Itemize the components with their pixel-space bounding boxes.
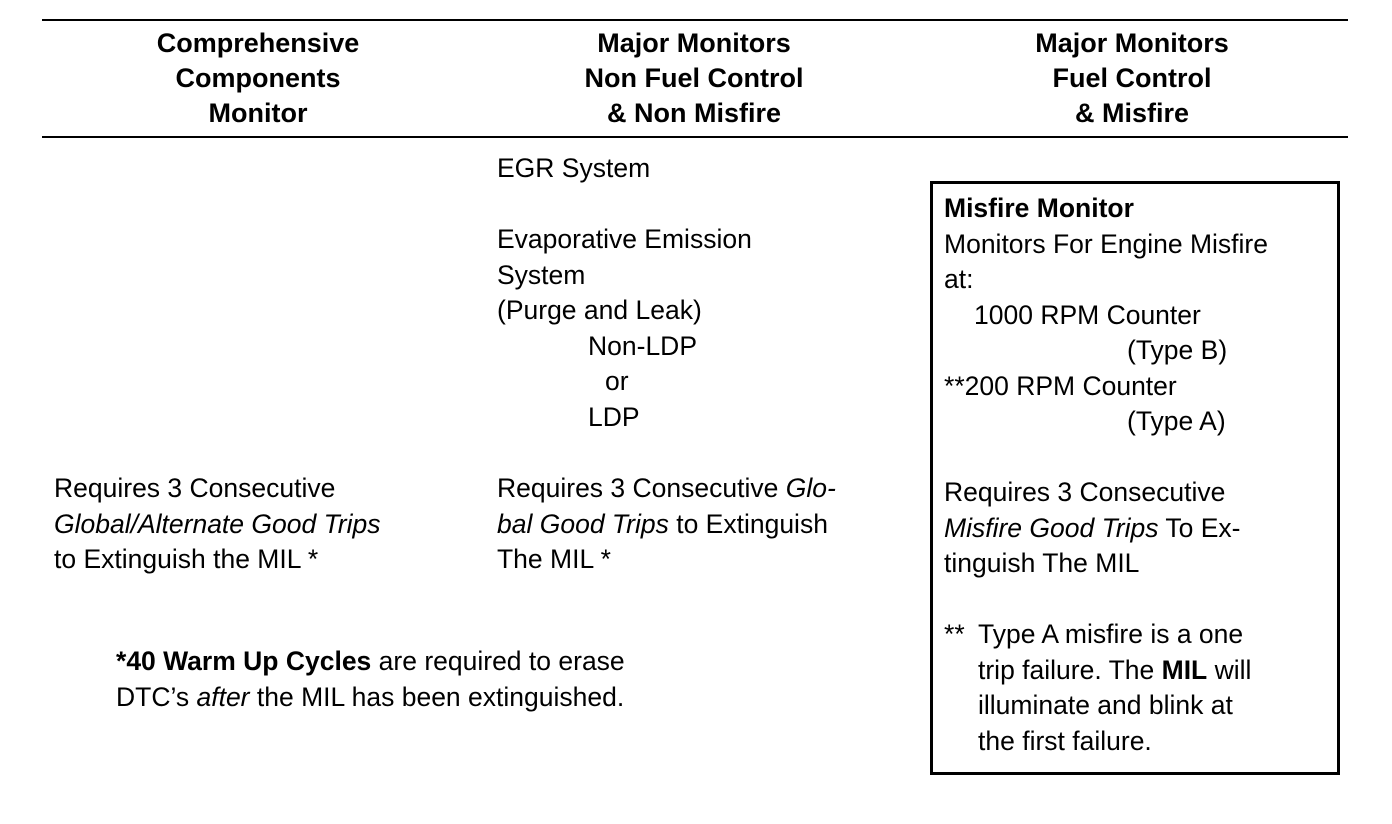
requirement-text: Requires 3 Consecutive [497,473,786,503]
evap-line: System [497,259,586,290]
note-text: trip failure. The [978,654,1162,685]
header-line: Monitor [208,98,308,128]
evap-option-or: or [605,366,629,396]
requirement-text: To Ex- [1158,512,1241,543]
evap-line: Evaporative Emission [497,224,752,254]
type-a-note-marker: ** [944,619,965,649]
evaporative-emission-system: Evaporative Emission System (Purge and L… [497,222,752,329]
misfire-monitor-body: Misfire Monitor Monitors For Engine Misf… [944,191,1268,440]
top-rule [42,19,1348,21]
requirement-line: The MIL * [497,544,611,574]
header-line: Comprehensive [156,28,360,58]
requirement-line: Misfire Good Trips To Ex- [944,511,1240,547]
footnote-bold: *40 Warm Up Cycles [116,646,372,676]
comprehensive-requirement: Requires 3 Consecutive Global/Alternate … [54,471,381,578]
misfire-monitor-title: Misfire Monitor [944,193,1134,223]
footnote-text: DTC’s [116,681,197,712]
misfire-monitor-box [930,181,1340,775]
header-fuel-control-misfire: Major Monitors Fuel Control & Misfire [972,26,1292,131]
requirement-line: to Extinguish the MIL * [54,544,319,574]
counter-200-type: (Type A) [1127,406,1226,436]
evap-option-ldp: LDP [588,402,640,432]
header-line: Major Monitors [597,28,791,58]
counter-1000: 1000 RPM Counter [974,299,1201,330]
requirement-line: Requires 3 Consecutive Glo- [497,471,836,507]
evap-line: (Purge and Leak) [497,295,702,325]
requirement-text: to Extinguish [668,508,828,539]
header-non-fuel-control: Major Monitors Non Fuel Control & Non Mi… [534,26,854,131]
misfire-requirement: Requires 3 Consecutive Misfire Good Trip… [944,475,1240,582]
counter-1000-type: (Type B) [1127,335,1228,365]
egr-system: EGR System [497,153,651,183]
misfire-line: at: [944,264,974,294]
footnote-text: the MIL has been extinguished. [249,681,625,712]
type-a-note: Type A misfire is a one trip failure. Th… [978,617,1251,759]
counter-200: **200 RPM Counter [944,370,1177,401]
header-line: & Non Misfire [606,98,781,128]
requirement-italic: Misfire Good Trips [944,512,1159,543]
header-line: Non Fuel Control [584,63,804,93]
footnote-line: DTC’s after the MIL has been extinguishe… [116,680,625,716]
footnote-line: *40 Warm Up Cycles are required to erase [116,644,625,680]
requirement-line: bal Good Trips to Extinguish [497,507,836,543]
requirement-italic: Glo- [785,473,836,503]
note-bold: MIL [1161,654,1208,685]
note-line: trip failure. The MIL will [978,653,1251,689]
header-line: Components [175,63,341,93]
requirement-italic: bal Good Trips [497,508,669,539]
header-rule [42,136,1348,138]
header-line: & Misfire [1074,98,1190,128]
header-line: Fuel Control [1052,63,1212,93]
requirement-line: tinguish The MIL [944,548,1140,578]
footnote-italic: after [196,681,250,712]
note-line: Type A misfire is a one [978,619,1244,649]
header-line: Major Monitors [1035,28,1229,58]
requirement-line: Global/Alternate Good Trips [54,508,381,539]
non-fuel-requirement: Requires 3 Consecutive Glo- bal Good Tri… [497,471,836,578]
misfire-line: Monitors For Engine Misfire [944,228,1268,259]
header-comprehensive-components: Comprehensive Components Monitor [98,26,418,131]
requirement-line: Requires 3 Consecutive [944,477,1226,507]
note-line: the first failure. [978,725,1152,756]
note-line: illuminate and blink at [978,690,1233,720]
evap-option-non-ldp: Non-LDP [588,331,697,361]
footnote-text: are required to erase [371,646,625,676]
warm-up-footnote: *40 Warm Up Cycles are required to erase… [116,644,625,715]
requirement-line: Requires 3 Consecutive [54,473,336,503]
note-text: will [1207,654,1252,685]
